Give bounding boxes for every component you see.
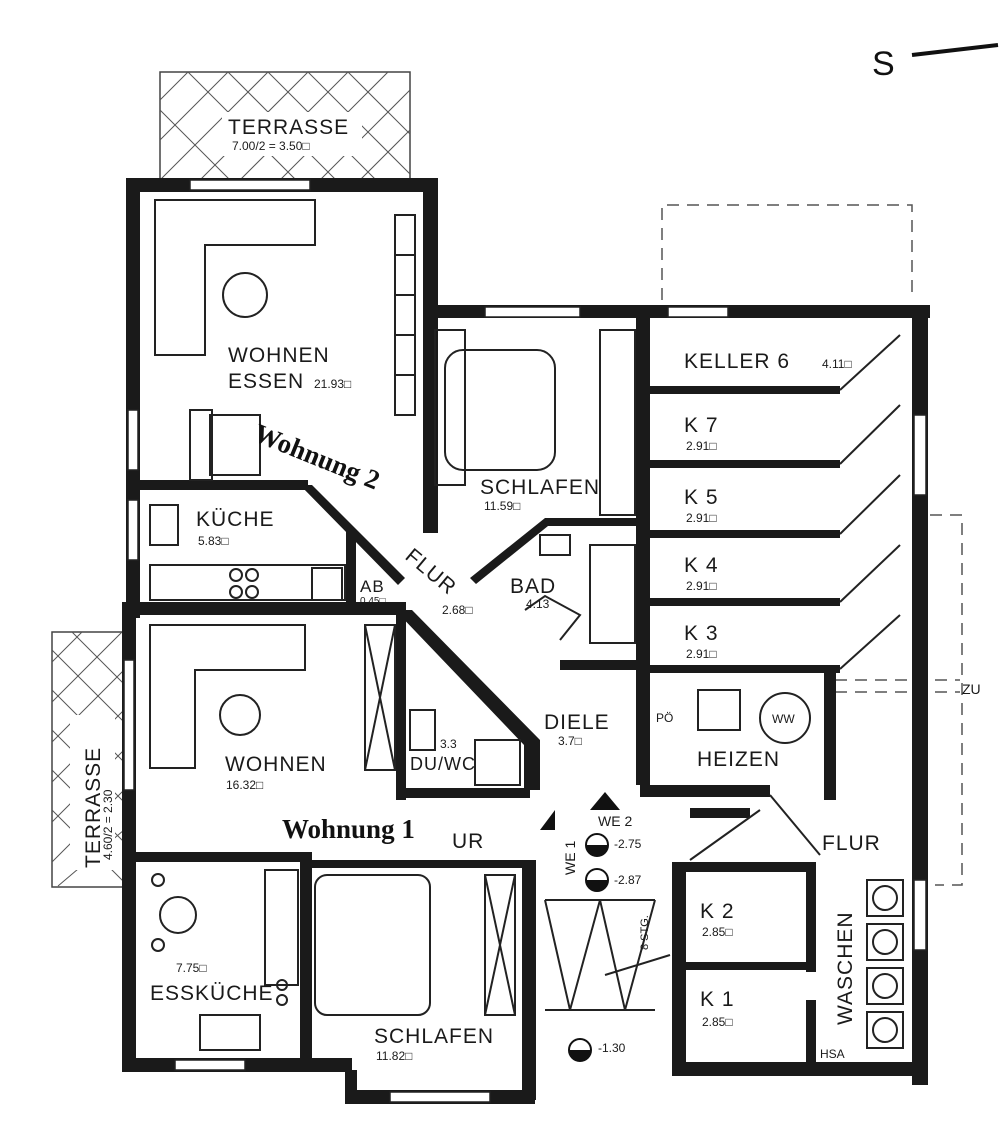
arrow-up-icon bbox=[590, 792, 620, 810]
kueche-label: KÜCHE bbox=[196, 508, 275, 531]
k3-label: K 3 bbox=[684, 622, 719, 645]
level-we2: WE 2 bbox=[598, 813, 632, 829]
k5-label: K 5 bbox=[684, 486, 719, 509]
waschen-label: WASCHEN bbox=[834, 911, 857, 1025]
wohnen-lower-area: 16.32□ bbox=[226, 778, 263, 792]
terrace-left-label: TERRASSE bbox=[82, 747, 105, 868]
schlafen-upper-area: 11.59□ bbox=[484, 499, 520, 513]
furniture bbox=[149, 199, 904, 1051]
north-mark: S bbox=[872, 45, 895, 83]
flur-upper-area: 2.68□ bbox=[442, 603, 473, 617]
kueche-area: 5.83□ bbox=[198, 534, 229, 548]
wohnen-essen-line2: ESSEN bbox=[228, 370, 304, 393]
schlafen-lower-label: SCHLAFEN bbox=[374, 1025, 494, 1048]
diele-area: 3.7□ bbox=[558, 734, 582, 748]
room-labels: WOHNEN ESSEN 21.93□ Wohnung 2 KÜCHE 5.83… bbox=[150, 344, 981, 1063]
dashed-outline bbox=[661, 204, 963, 886]
k1-area: 2.85□ bbox=[702, 1015, 733, 1029]
arrow-left-icon bbox=[540, 810, 555, 830]
wohnen-essen-area: 21.93□ bbox=[314, 377, 351, 391]
level-markers bbox=[540, 792, 620, 1062]
level-1: -2.75 bbox=[614, 837, 642, 851]
terrace-left-area: 4.60/2 = 2.30 bbox=[101, 789, 115, 860]
esskueche-area: 7.75□ bbox=[176, 961, 207, 975]
duwc-label: DU/WC bbox=[410, 754, 476, 774]
wohnen-essen-line1: WOHNEN bbox=[228, 344, 330, 367]
terrace-top-label: TERRASSE bbox=[228, 116, 349, 139]
esskueche-label: ESSKÜCHE bbox=[150, 982, 274, 1005]
heizen-po: PÖ bbox=[656, 711, 673, 725]
terrace-left: TERRASSE 4.60/2 = 2.30 bbox=[51, 631, 125, 888]
north-arrow-icon: S bbox=[872, 43, 999, 83]
level-2: -2.87 bbox=[614, 873, 642, 887]
ab-label: AB bbox=[360, 577, 385, 596]
stairs-label: 8 STG. bbox=[639, 915, 651, 950]
wohnen-lower-label: WOHNEN bbox=[225, 753, 327, 776]
k4-area: 2.91□ bbox=[686, 579, 717, 593]
heizen-label: HEIZEN bbox=[697, 748, 780, 771]
k1-label: K 1 bbox=[700, 988, 735, 1011]
schlafen-lower-area: 11.82□ bbox=[376, 1049, 412, 1063]
duwc-area: 3.3 bbox=[440, 737, 457, 751]
keller6-label: KELLER 6 bbox=[684, 350, 790, 373]
heizen-ww: WW bbox=[772, 712, 795, 726]
ur-label: UR bbox=[452, 830, 484, 853]
k5-area: 2.91□ bbox=[686, 511, 717, 525]
ab-area: 0.45□ bbox=[360, 596, 386, 607]
flur-right-label: FLUR bbox=[822, 832, 881, 855]
k4-label: K 4 bbox=[684, 554, 719, 577]
level-3: -1.30 bbox=[598, 1041, 626, 1055]
keller6-area: 4.11□ bbox=[822, 357, 852, 371]
k2-label: K 2 bbox=[700, 900, 735, 923]
level-we1: WE 1 bbox=[562, 841, 578, 875]
terrace-top: TERRASSE 7.00/2 = 3.50□ bbox=[159, 71, 411, 183]
k3-area: 2.91□ bbox=[686, 647, 717, 661]
k2-area: 2.85□ bbox=[702, 925, 733, 939]
windows bbox=[123, 179, 927, 1103]
hsa-label: HSA bbox=[820, 1047, 845, 1061]
schlafen-upper-label: SCHLAFEN bbox=[480, 476, 600, 499]
wohnung-1-label: Wohnung 1 bbox=[282, 814, 415, 844]
diele-label: DIELE bbox=[544, 711, 610, 734]
k7-area: 2.91□ bbox=[686, 439, 717, 453]
k7-label: K 7 bbox=[684, 414, 719, 437]
entrance-label: ZU bbox=[962, 681, 981, 697]
bad-area: 4.13 bbox=[526, 597, 550, 611]
bad-label: BAD bbox=[510, 575, 556, 598]
terrace-top-area: 7.00/2 = 3.50□ bbox=[232, 139, 310, 153]
flur-upper-label: FLUR bbox=[401, 544, 461, 599]
